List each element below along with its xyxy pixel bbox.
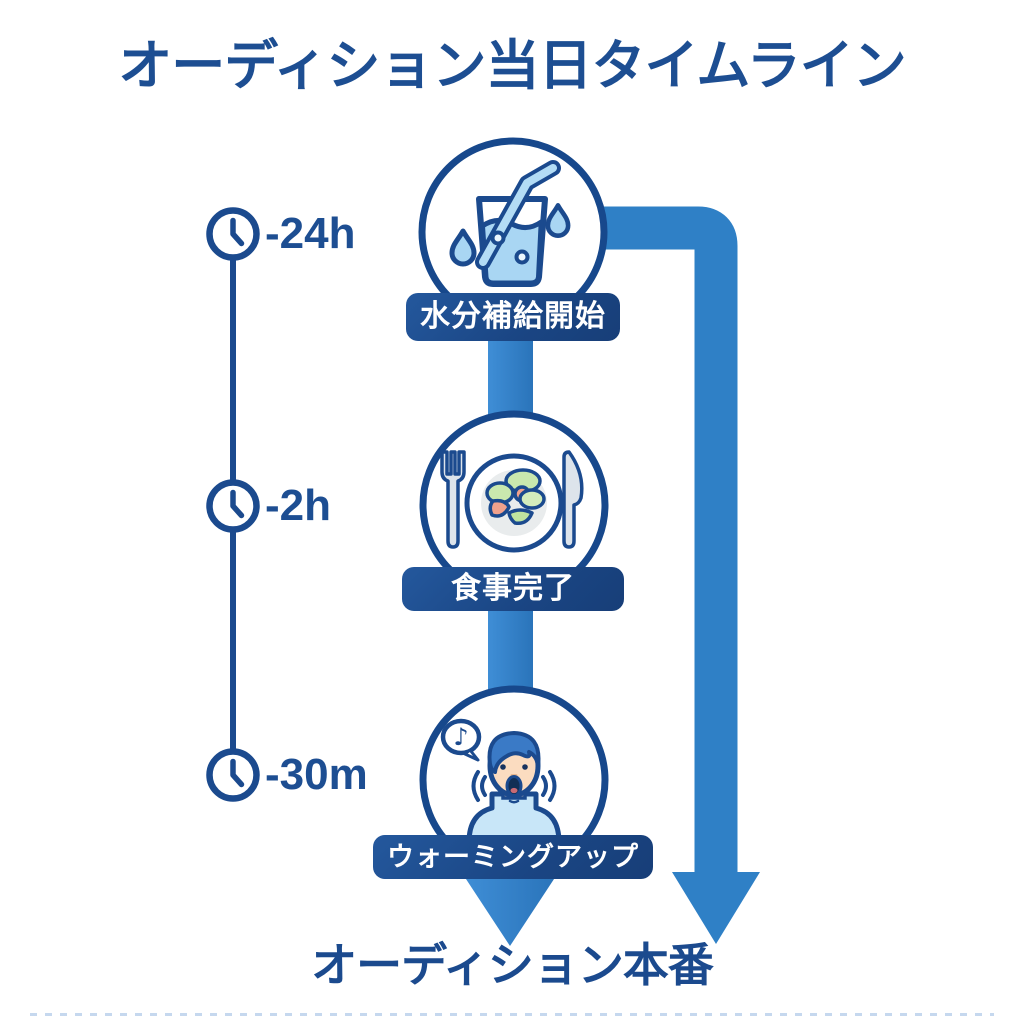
time-marker-2h: -2h [265, 481, 331, 530]
end-label-audition: オーディション本番 [311, 939, 714, 991]
vocal-warmup-icon: ♪ [440, 718, 562, 845]
knife-icon [562, 450, 584, 549]
stage-node-hydration [418, 137, 608, 327]
page-title: オーディション当日タイムライン [118, 36, 906, 96]
open-mouth [505, 775, 523, 797]
stage-label-warmup: ウォーミングアップ [373, 835, 653, 879]
speech-bubble-music-note-icon: ♪ [440, 718, 482, 762]
sound-waves-icon [471, 770, 557, 802]
down-arrow-center [464, 876, 556, 946]
stage-label-hydration: 水分補給開始 [406, 293, 620, 341]
clock-icon [206, 479, 260, 533]
clock-icon [206, 207, 260, 261]
meal-plate-icon [440, 450, 584, 553]
stage-node-warmup: ♪ [419, 685, 609, 875]
down-arrow-right [672, 872, 760, 944]
bottom-artifact-dots [30, 1013, 994, 1016]
water-droplet-icon [449, 228, 477, 267]
fork-icon [440, 450, 466, 549]
salad-icon [485, 468, 546, 526]
water-droplet-icon [545, 203, 571, 239]
stage-label-meal: 食事完了 [402, 567, 624, 611]
time-marker-24h: -24h [265, 209, 356, 258]
time-marker-30m: -30m [265, 750, 368, 799]
stage-node-meal [419, 410, 609, 600]
hair [487, 731, 541, 774]
shirt [466, 791, 562, 845]
flow-pipe-right [556, 206, 760, 944]
water-glass-icon [449, 160, 571, 287]
svg-text:♪: ♪ [453, 723, 468, 751]
clock-icon [206, 748, 260, 802]
